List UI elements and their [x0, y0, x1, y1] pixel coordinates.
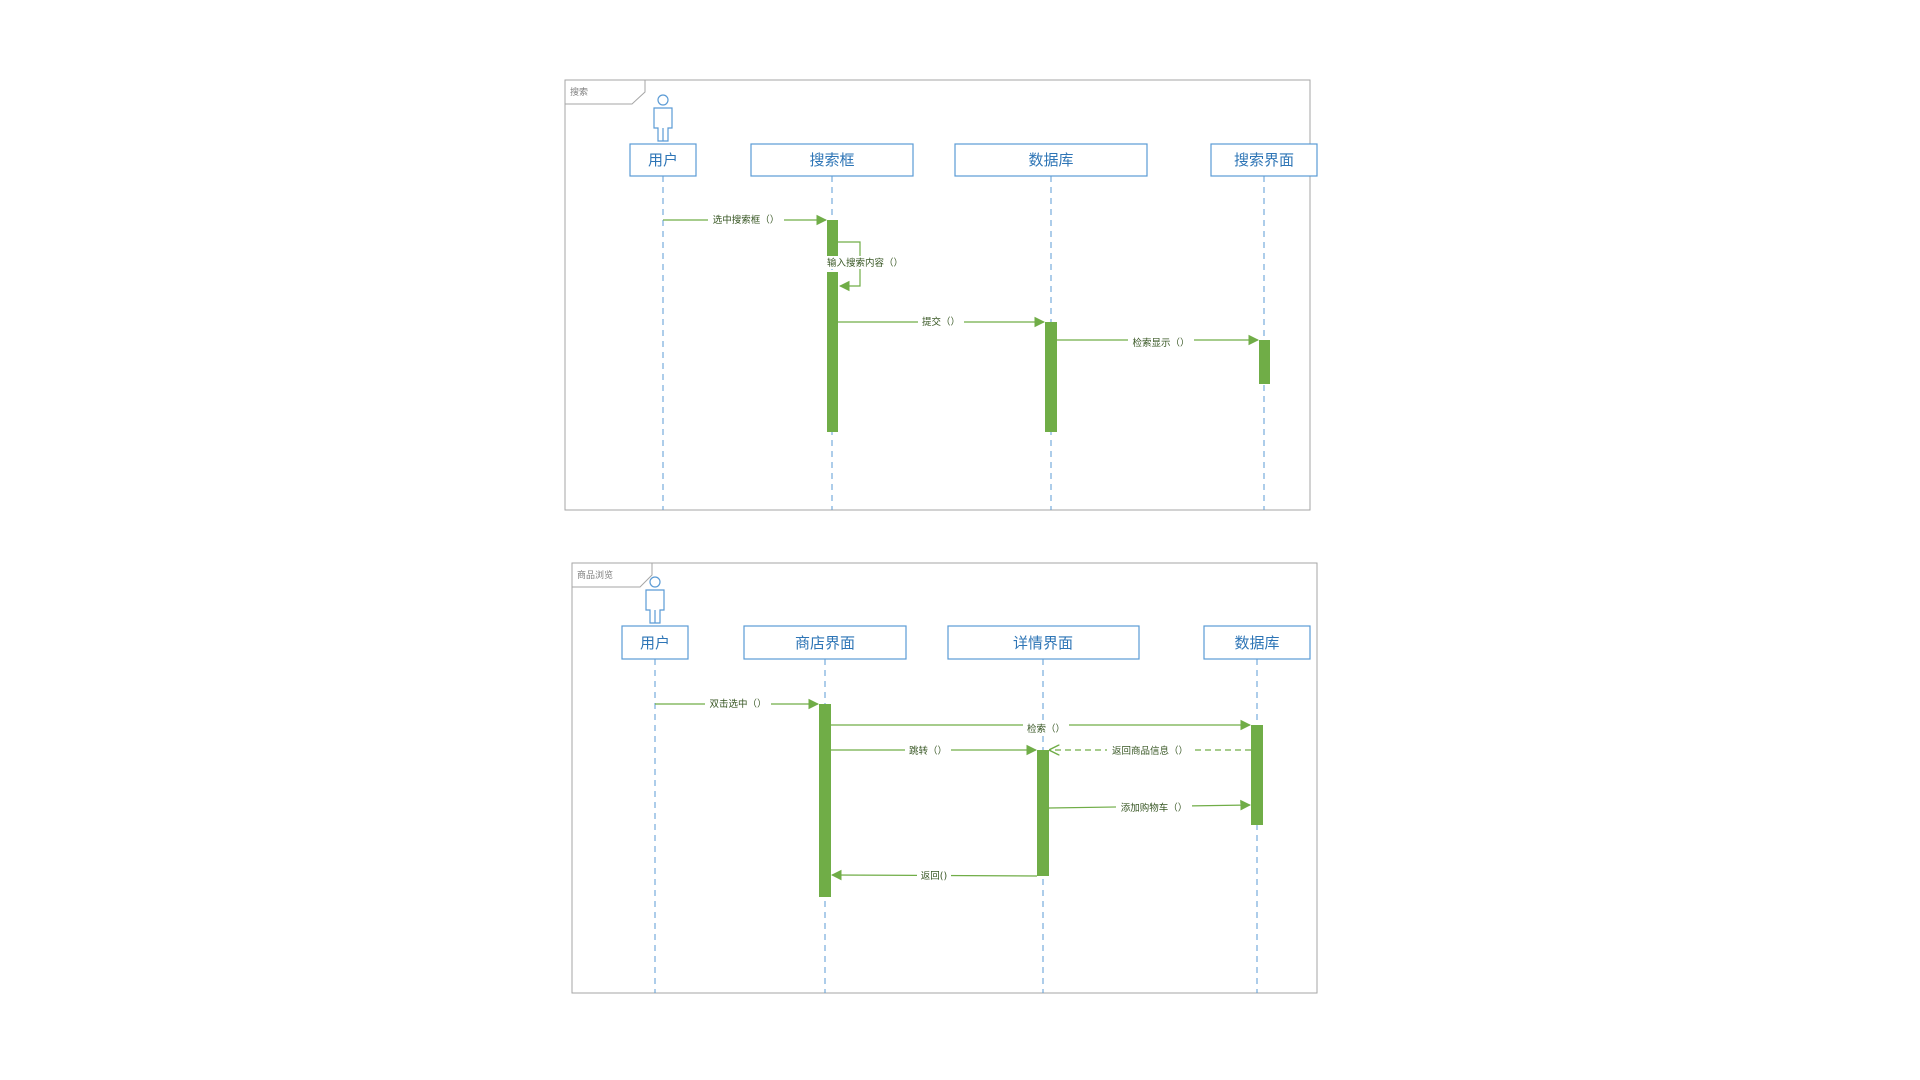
actor-user-icon: [653, 94, 673, 142]
participant-shop-page: 商店界面: [743, 625, 907, 660]
message-label: 返回(): [921, 870, 947, 882]
participant-user: 用户: [621, 625, 689, 660]
participant-label: 用户: [640, 634, 670, 652]
frame-title: 商品浏览: [577, 569, 613, 581]
participant-search-page: 搜索界面: [1210, 143, 1318, 177]
activation-bar: [1259, 340, 1270, 384]
actor-user-icon: [645, 576, 665, 624]
activation-bar: [827, 272, 838, 432]
participant-user: 用户: [629, 143, 697, 177]
message-label: 返回商品信息（）: [1112, 745, 1188, 757]
message-return: 返回(): [830, 869, 1038, 882]
message-label: 检索显示（）: [1132, 337, 1189, 349]
sequence-diagram-search: 搜索 用户 搜索框 数据库 搜索界面: [564, 79, 1318, 511]
participant-label: 数据库: [1234, 634, 1279, 652]
frame-border: [571, 562, 1318, 994]
message-double-click-select: 双击选中（）: [655, 697, 820, 710]
participant-label: 详情界面: [1013, 634, 1073, 652]
activation-bar: [819, 704, 831, 897]
participant-search-box: 搜索框: [750, 143, 914, 177]
participant-label: 搜索框: [809, 151, 854, 169]
message-self-input-search: 输入搜索内容（）: [827, 241, 903, 292]
message-label: 检索（）: [1027, 723, 1065, 735]
sequence-diagram-product-browse: 商品浏览 用户 商店界面 详情界面 数据库: [571, 562, 1318, 994]
message-select-search-box: 选中搜索框（）: [663, 213, 828, 226]
frame-border: [564, 79, 1311, 511]
participant-database: 数据库: [1203, 625, 1311, 660]
message-return-product-info: 返回商品信息（）: [1050, 744, 1251, 757]
message-add-to-cart: 添加购物车（）: [1048, 799, 1252, 814]
activation-bar: [1251, 725, 1263, 825]
message-label: 选中搜索框（）: [713, 214, 780, 226]
frame-tab: [564, 79, 646, 105]
frame-title: 搜索: [570, 86, 588, 98]
message-navigate: 跳转（）: [831, 744, 1038, 757]
message-label: 跳转（）: [909, 745, 947, 757]
participant-detail-page: 详情界面: [947, 625, 1140, 660]
participant-label: 商店界面: [795, 634, 855, 652]
message-retrieve: 检索（）: [831, 719, 1252, 735]
activation-bar: [1045, 322, 1057, 432]
message-submit: 提交（）: [838, 315, 1046, 328]
message-label: 提交（）: [922, 316, 960, 328]
activation-bar: [1037, 750, 1049, 876]
participant-label: 数据库: [1028, 151, 1073, 169]
message-label: 输入搜索内容（）: [827, 257, 903, 269]
participant-label: 用户: [648, 151, 678, 169]
activation-bar: [827, 220, 838, 258]
message-label: 双击选中（）: [709, 698, 766, 710]
frame-tab: [571, 562, 653, 588]
participant-label: 搜索界面: [1234, 151, 1294, 169]
message-retrieve-display: 检索显示（）: [1057, 334, 1260, 349]
participant-database: 数据库: [954, 143, 1148, 177]
message-label: 添加购物车（）: [1121, 802, 1188, 814]
